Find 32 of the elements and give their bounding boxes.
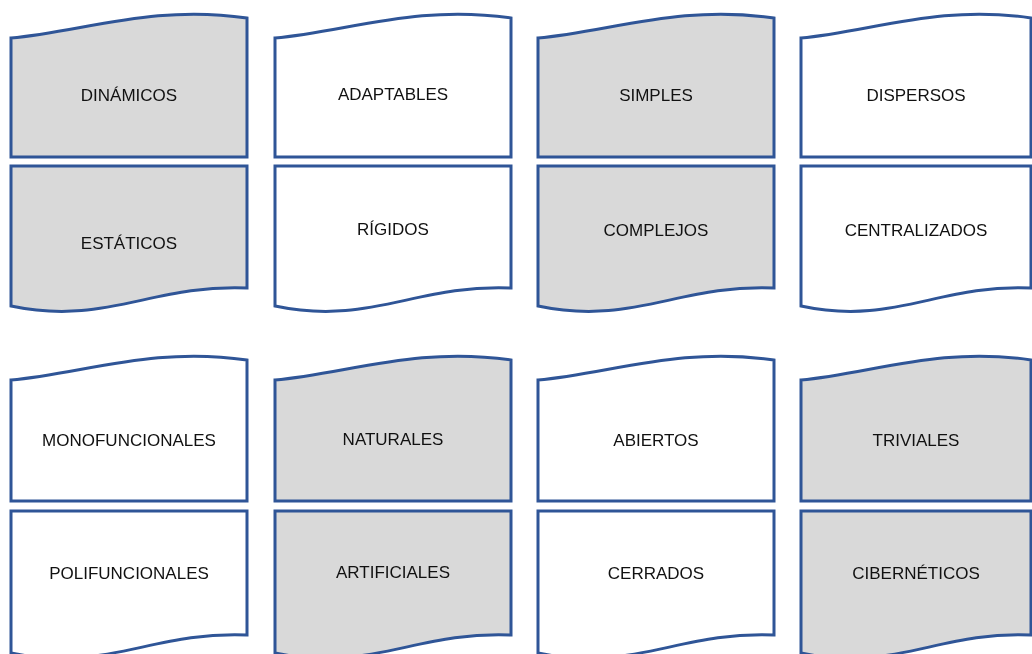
document-shape <box>11 12 247 157</box>
document-shape <box>275 511 511 654</box>
document-shape <box>275 166 511 314</box>
shape-label: COMPLEJOS <box>602 221 710 241</box>
shape-label: CERRADOS <box>606 564 706 584</box>
document-shape <box>11 511 247 654</box>
shape-label: POLIFUNCIONALES <box>48 564 210 584</box>
document-shape <box>11 166 247 314</box>
document-shape <box>801 166 1031 314</box>
document-shape <box>538 12 774 157</box>
document-shape <box>801 12 1031 157</box>
shape-label: DINÁMICOS <box>79 86 179 106</box>
shape-label: MONOFUNCIONALES <box>41 431 217 451</box>
shape-label: DISPERSOS <box>865 86 967 106</box>
document-shape <box>801 511 1031 654</box>
document-shape <box>275 12 511 157</box>
shape-label: SIMPLES <box>618 86 694 106</box>
shape-label: NATURALES <box>341 430 445 450</box>
shape-label: CIBERNÉTICOS <box>851 564 981 584</box>
document-shape <box>538 354 774 501</box>
shape-label: ARTIFICIALES <box>335 563 451 583</box>
document-shape <box>538 511 774 654</box>
document-shape <box>11 354 247 501</box>
document-shape <box>801 354 1031 501</box>
shape-label: CENTRALIZADOS <box>843 221 989 241</box>
shape-label: ABIERTOS <box>612 431 700 451</box>
document-shape <box>538 166 774 314</box>
document-shape <box>275 354 511 501</box>
shape-label: RÍGIDOS <box>356 220 430 240</box>
shape-label: ADAPTABLES <box>336 85 450 105</box>
shape-label: TRIVIALES <box>871 431 961 451</box>
shape-label: ESTÁTICOS <box>79 234 179 254</box>
